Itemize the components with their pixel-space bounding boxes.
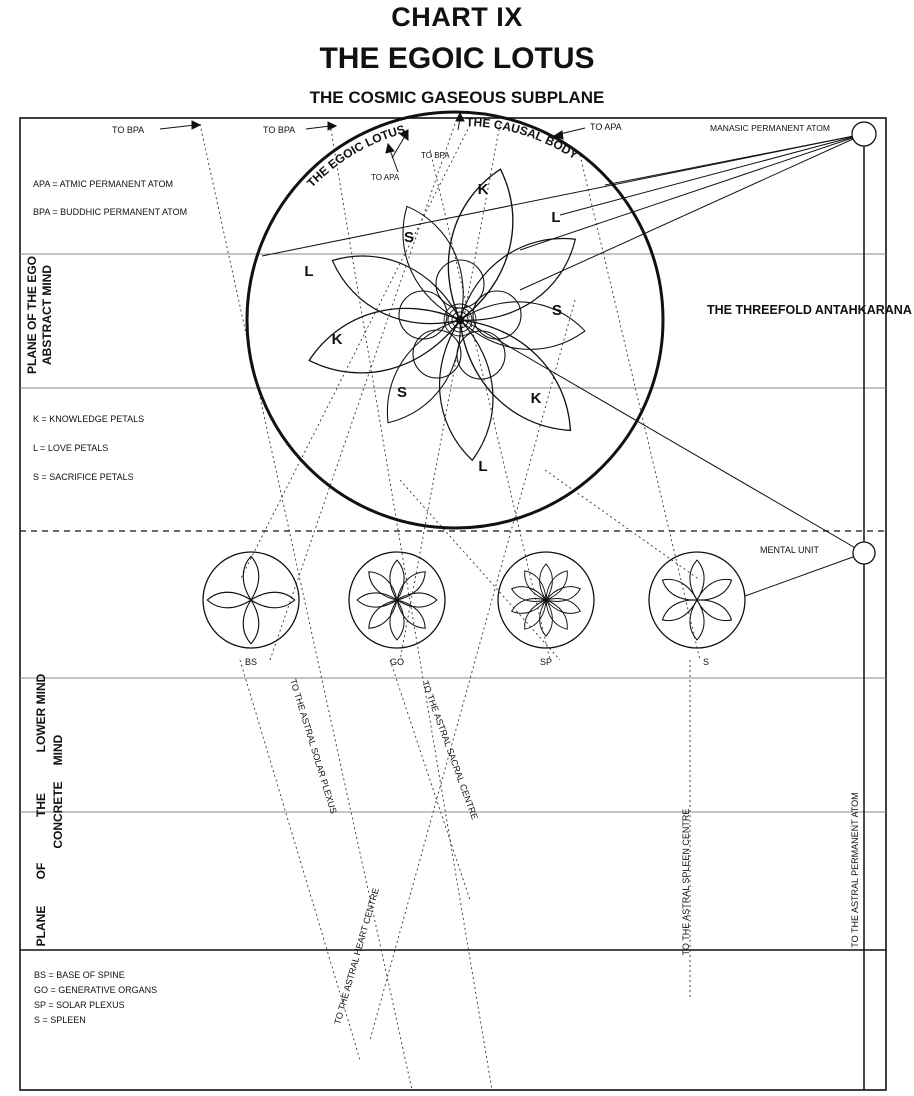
top-labels: TO BPA TO BPA TO BPA TO APA TO APA MANAS… xyxy=(112,122,830,555)
to-bpa-label-3: TO BPA xyxy=(421,151,450,160)
centre-petal xyxy=(396,592,438,608)
astral-permanent-label: TO THE ASTRAL PERMANENT ATOM xyxy=(850,792,860,947)
chart-subtitle: THE COSMIC GASEOUS SUBPLANE xyxy=(309,88,605,107)
abstract-mind-label: ABSTRACT MIND xyxy=(40,265,54,365)
to-bpa-label-2: TO BPA xyxy=(263,125,295,135)
centre xyxy=(648,551,746,649)
connection-lines xyxy=(199,123,701,1091)
centre xyxy=(202,551,300,649)
petal-letter: S xyxy=(552,302,562,319)
centre-circle xyxy=(648,551,746,649)
legend-go: GO = GENERATIVE ORGANS xyxy=(34,985,157,995)
petal-letter: S xyxy=(404,229,414,246)
antahkarana-lines xyxy=(261,133,865,597)
legend-bs: BS = BASE OF SPINE xyxy=(34,970,125,980)
centre-circle xyxy=(497,551,595,649)
centre-petal xyxy=(689,559,705,601)
petal-letter: L xyxy=(478,458,487,475)
to-bpa-label-1: TO BPA xyxy=(112,125,144,135)
manasic-atom-label: MANASIC PERMANENT ATOM xyxy=(710,123,830,133)
centre-label-s: S xyxy=(703,657,709,667)
lower-mind-labels: PLANE OF THE LOWER MIND CONCRETE MIND xyxy=(34,673,65,946)
mental-unit xyxy=(852,541,876,565)
centre-petal xyxy=(509,593,549,618)
antahkarana-label: THE THREEFOLD ANTAHKARANA xyxy=(707,303,912,317)
centre-petal xyxy=(658,573,702,607)
centre-label-go: GO xyxy=(390,657,404,667)
centre-petal xyxy=(242,599,260,645)
centre-petal xyxy=(689,599,705,641)
astral-heart-label: TO THE ASTRAL HEART CENTRE xyxy=(332,887,381,1026)
concrete-word: CONCRETE xyxy=(51,781,65,848)
to-apa-label-2: TO APA xyxy=(590,122,622,132)
centre-petal xyxy=(543,582,583,607)
astral-solar-label: TO THE ASTRAL SOLAR PLEXUS xyxy=(288,678,339,815)
centre-petal xyxy=(389,559,405,601)
centre-label-sp: SP xyxy=(540,657,552,667)
petal-letters: K L S L K S K S L xyxy=(304,181,562,475)
plane-frame xyxy=(19,117,887,1091)
legend-bpa: BPA = BUDDHIC PERMANENT ATOM xyxy=(33,207,187,217)
petal-letter: S xyxy=(397,384,407,401)
centre xyxy=(348,551,446,649)
petal-letter: K xyxy=(478,181,489,198)
centre-petal xyxy=(206,591,252,609)
legend-sacrifice: S = SACRIFICE PETALS xyxy=(33,472,134,482)
legend-love: L = LOVE PETALS xyxy=(33,443,108,453)
causal-body-circle xyxy=(245,110,665,530)
lower-plane-word: PLANE xyxy=(34,906,48,947)
centre-petal xyxy=(692,593,736,627)
astral-spleen-label: TO THE ASTRAL SPLEEN CENTRE xyxy=(681,809,691,956)
centre-petal xyxy=(356,592,398,608)
lotus-petal xyxy=(300,291,469,390)
lower-the-word: THE xyxy=(34,793,48,817)
lower-of-word: OF xyxy=(34,863,48,880)
manasic-permanent-atom xyxy=(851,121,877,147)
legend-s: S = SPLEEN xyxy=(34,1015,86,1025)
mental-unit-label: MENTAL UNIT xyxy=(760,545,820,555)
lower-mind-word: LOWER MIND xyxy=(34,673,48,752)
petal-legend: K = KNOWLEDGE PETALS L = LOVE PETALS S =… xyxy=(33,414,144,482)
lotus-petal xyxy=(444,217,592,343)
plane-of-ego-label: PLANE OF THE EGO xyxy=(25,256,39,374)
astral-line-labels: TO THE ASTRAL SOLAR PLEXUS TO THE ASTRAL… xyxy=(288,678,480,1026)
centre-petal xyxy=(250,591,296,609)
petal-letter: L xyxy=(304,263,313,280)
to-apa-label-1: TO APA xyxy=(371,173,400,182)
centre-labels: BS GO SP S xyxy=(245,657,709,667)
chart-number: CHART IX xyxy=(391,2,523,32)
petal-letter: K xyxy=(531,390,542,407)
mind-word: MIND xyxy=(51,734,65,765)
atom-legend: APA = ATMIC PERMANENT ATOM BPA = BUDDHIC… xyxy=(33,179,187,217)
centre-petal xyxy=(509,582,549,607)
top-arrows xyxy=(159,111,586,173)
lotus-bud xyxy=(398,259,522,380)
centre-petal xyxy=(242,555,260,601)
centre-circle xyxy=(348,551,446,649)
astral-sacral-label: TO THE ASTRAL SACRAL CENTRE xyxy=(420,679,480,821)
centre-label-bs: BS xyxy=(245,657,257,667)
centre xyxy=(497,551,595,649)
centre-petal xyxy=(543,593,583,618)
centre-petal xyxy=(692,573,736,607)
centre-circle xyxy=(202,551,300,649)
centre-legend: BS = BASE OF SPINE GO = GENERATIVE ORGAN… xyxy=(34,970,157,1025)
petal-letter: K xyxy=(332,331,343,348)
centre-petal xyxy=(389,599,405,641)
jewel-in-the-lotus xyxy=(443,303,477,337)
centre-petal xyxy=(658,593,702,627)
legend-knowledge: K = KNOWLEDGE PETALS xyxy=(33,414,144,424)
chart-title: THE EGOIC LOTUS xyxy=(319,42,595,75)
etheric-centres xyxy=(202,551,746,649)
petal-letter: L xyxy=(551,209,560,226)
legend-apa: APA = ATMIC PERMANENT ATOM xyxy=(33,179,173,189)
legend-sp: SP = SOLAR PLEXUS xyxy=(34,1000,125,1010)
